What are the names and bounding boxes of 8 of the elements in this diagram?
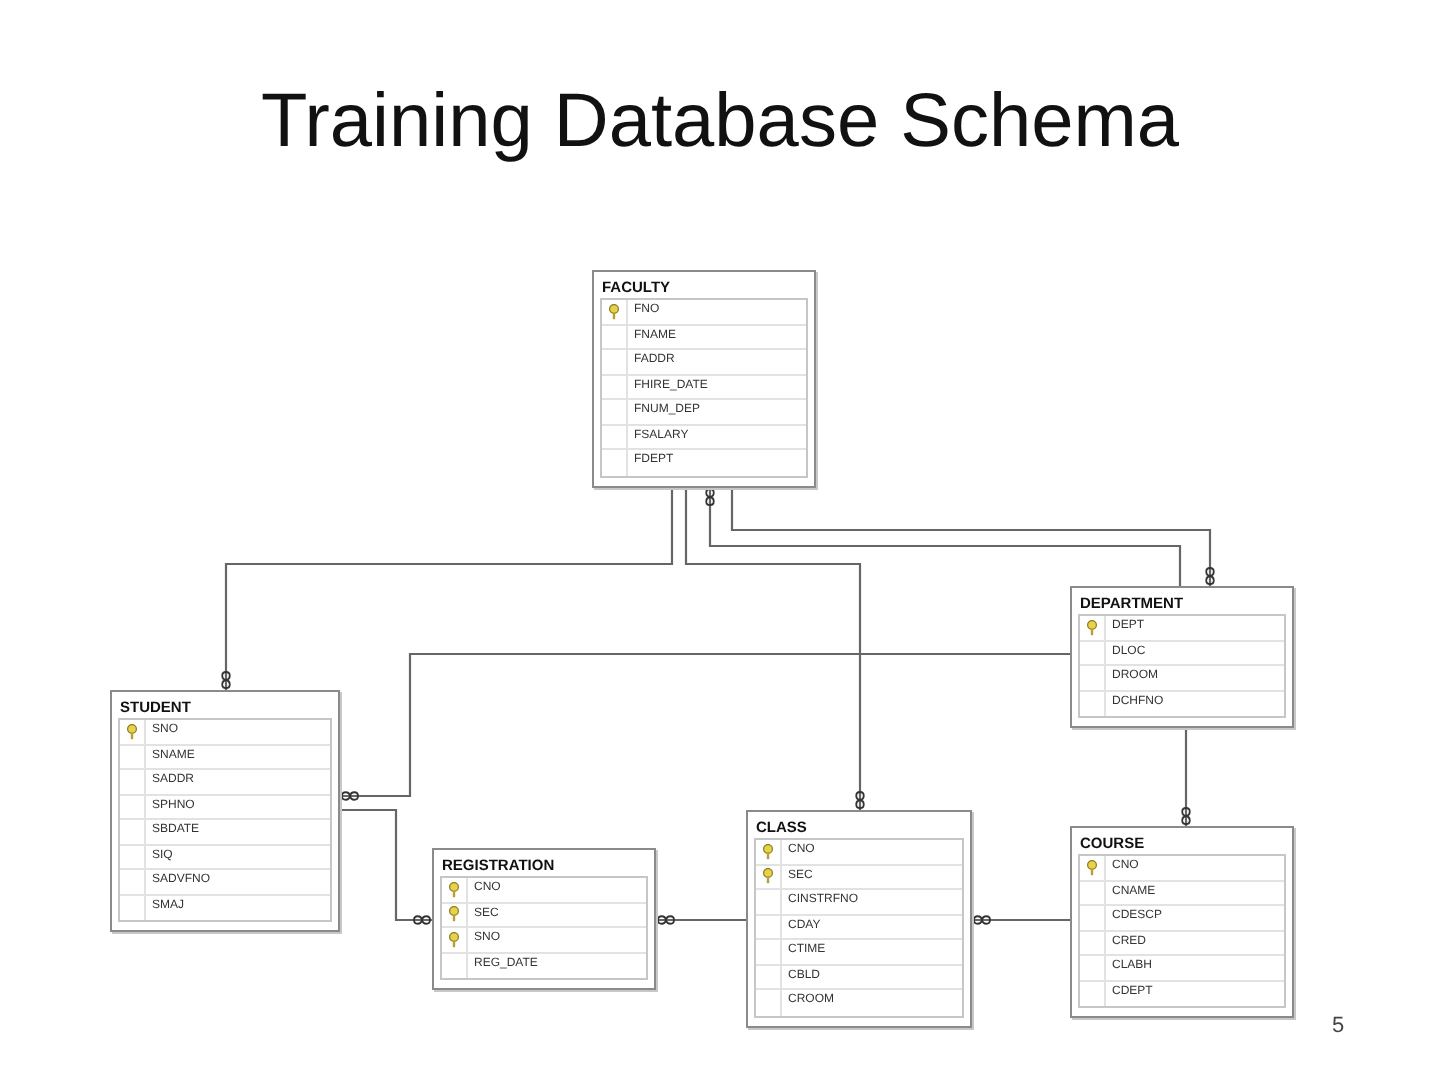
table-box [746,810,972,1027]
table-box [592,270,816,487]
table-box [1070,826,1294,1018]
slide-title: Training Database Schema [258,80,1182,166]
page-number: 5 [1332,1014,1345,1038]
table-box [1070,586,1294,728]
table-box [110,690,340,932]
table-box [432,848,656,990]
